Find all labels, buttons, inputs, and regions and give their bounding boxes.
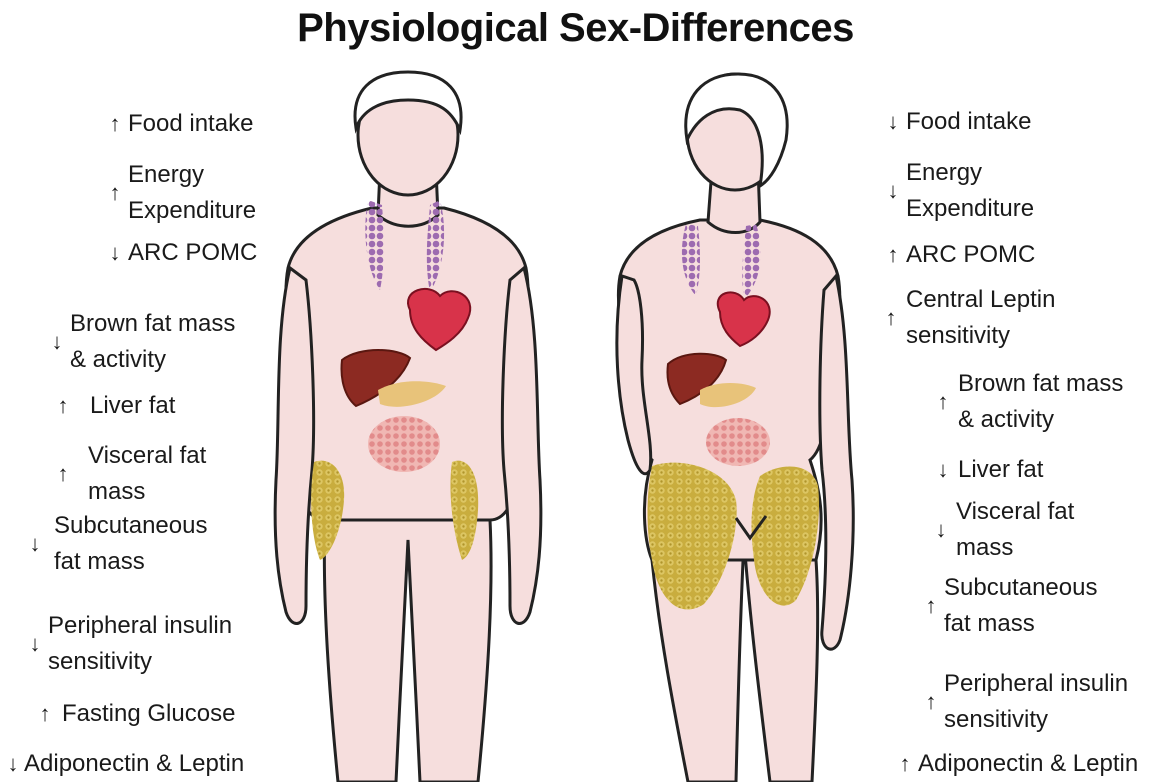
arrow-up-icon: ↑ — [56, 438, 70, 510]
male-body-figure — [275, 72, 541, 782]
arrow-up-icon: ↑ — [108, 106, 122, 142]
female-label-food-intake: ↓ Food intake — [886, 104, 1031, 140]
arrow-down-icon: ↓ — [50, 306, 64, 378]
arrow-up-icon: ↑ — [924, 570, 938, 642]
arrow-down-icon: ↓ — [934, 494, 948, 566]
male-label-adiponectin-leptin: ↓ Adiponectin & Leptin — [6, 746, 244, 782]
arrow-down-icon: ↓ — [886, 104, 900, 140]
arrow-down-icon: ↓ — [28, 508, 42, 580]
female-body-figure — [617, 74, 853, 782]
arrow-down-icon: ↓ — [108, 235, 122, 271]
arrow-up-icon: ↑ — [936, 366, 950, 438]
female-label-brown-fat: ↑ Brown fat mass& activity — [936, 366, 1123, 438]
male-label-liver-fat: ↑ Liver fat — [56, 388, 175, 424]
arrow-down-icon: ↓ — [936, 452, 950, 488]
female-label-adiponectin-leptin: ↑ Adiponectin & Leptin — [898, 746, 1138, 782]
arrow-down-icon: ↓ — [6, 746, 20, 782]
male-label-food-intake: ↑ Food intake — [108, 106, 253, 142]
arrow-up-icon: ↑ — [884, 282, 898, 354]
female-label-liver-fat: ↓ Liver fat — [936, 452, 1043, 488]
arrow-down-icon: ↓ — [28, 608, 42, 680]
female-label-arc-pomc: ↑ ARC POMC — [886, 237, 1035, 273]
arrow-up-icon: ↑ — [108, 157, 122, 229]
male-label-arc-pomc: ↓ ARC POMC — [108, 235, 257, 271]
arrow-up-icon: ↑ — [886, 237, 900, 273]
arrow-down-icon: ↓ — [886, 155, 900, 227]
arrow-up-icon: ↑ — [898, 746, 912, 782]
male-label-fasting-glucose: ↑ Fasting Glucose — [38, 696, 235, 732]
arrow-up-icon: ↑ — [56, 388, 70, 424]
arrow-up-icon: ↑ — [924, 666, 938, 738]
arrow-up-icon: ↑ — [38, 696, 52, 732]
male-label-brown-fat: ↓ Brown fat mass& activity — [50, 306, 235, 378]
